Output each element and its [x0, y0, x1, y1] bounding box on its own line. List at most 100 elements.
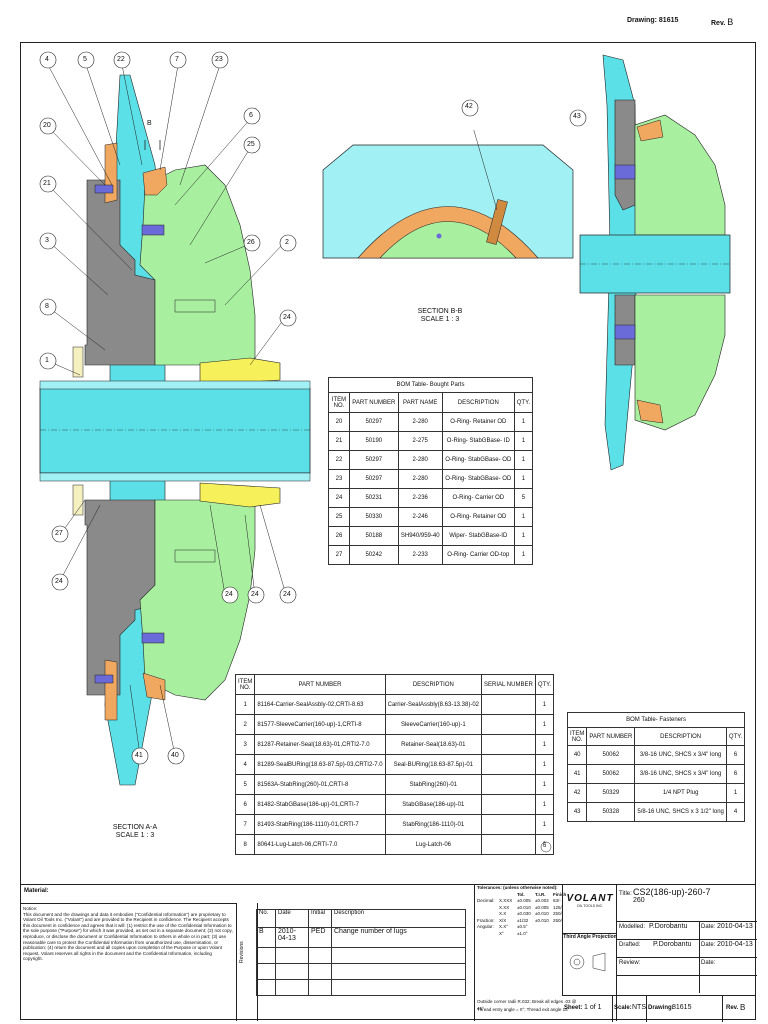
notice-box: Notice: This document and the drawings a… [20, 903, 236, 964]
bom_bought-cell: 21 [328, 431, 350, 451]
bom_bought-cell: 2-236 [397, 488, 443, 508]
bom_main-cell: StabRing(186-1110)-01 [384, 814, 483, 835]
section-bb-scale: SCALE 1 : 3 [420, 316, 460, 323]
balloon-26: 26 [247, 239, 255, 246]
bom_bought-cell: 50297 [349, 469, 399, 489]
bom-fasteners-title: BOM Table- Fasteners [566, 712, 746, 728]
balloon-25: 25 [247, 141, 255, 148]
bom_fasteners-cell: 1/4 NPT Plug [634, 783, 727, 803]
bom-main-h0: ITEM NO. [234, 674, 256, 695]
bom_main-cell: 2 [234, 714, 256, 735]
tol-cell [477, 931, 499, 938]
bottom-strip: Sheet: 1 of 1 Scale: NTS Drawing: 81615 … [562, 995, 756, 1022]
logo-sub: OIL TOOLS INC. [576, 904, 604, 908]
bom-main-table: ITEM NO. PART NUMBER DESCRIPTION SERIAL … [234, 674, 555, 855]
bom_main-cell: 81287-Retainer-Seal(18.63)-01,CRTI2-7.0 [254, 734, 386, 755]
bom_bought-cell: 50242 [349, 545, 399, 565]
bom_bought-cell: O-Ring- Carrier OD [441, 488, 515, 508]
sheet-value: 1 of 1 [584, 1004, 602, 1011]
bom_main-cell: StabRing(260)-01 [384, 774, 483, 795]
bom_main-cell: 7 [234, 814, 256, 835]
bom-bought-header: ITEM NO. PART NUMBER PART NAME DESCRIPTI… [328, 392, 534, 413]
bom-fasteners-h3: QTY. [725, 727, 746, 746]
bom_main-cell: 6 [234, 794, 256, 815]
balloon-42-circle [461, 99, 479, 117]
bom_main-cell: 1 [534, 774, 555, 795]
balloon-40: 40 [171, 752, 179, 759]
bom_bought-cell: 50188 [349, 526, 399, 546]
tol-cell: ±0.010 [535, 917, 549, 923]
bom_main-cell: 4 [234, 754, 256, 775]
bom_main-cell: 1 [534, 814, 555, 835]
balloon-2: 2 [285, 239, 289, 246]
bom-bought-h3: DESCRIPTION [441, 392, 515, 413]
balloon-27: 27 [55, 530, 63, 537]
bom_bought-cell: 50297 [349, 412, 399, 432]
notice-text: This document and the drawings and data … [23, 911, 233, 962]
sheet-label: Sheet: [564, 1005, 583, 1011]
projection-label: Third Angle Projection [563, 934, 617, 940]
bom_fasteners-cell: 40 [566, 745, 588, 765]
balloon-3: 3 [45, 237, 49, 244]
modelled-label: Modelled: [619, 924, 646, 930]
section-bb-drawing [322, 130, 574, 259]
bom_bought-cell: 2-275 [397, 431, 443, 451]
revisions-sidebar: Revisions [236, 903, 258, 1021]
tol-cell: X.X [499, 911, 507, 916]
balloon-22: 22 [117, 56, 125, 63]
bom_main-cell: 1 [534, 694, 555, 715]
bom-fasteners-h0: ITEM NO. [566, 727, 588, 746]
balloon-43: 43 [573, 113, 581, 120]
bom_fasteners-cell: 5/8-16 UNC, SHCS x 3 1/2" long [634, 802, 727, 822]
tol-cell: ±0.005 [535, 904, 549, 910]
bom_bought-cell: O-Ring- Retainer OD [441, 507, 515, 527]
tol-cell: X.X° [499, 924, 509, 929]
bom_main-cell [481, 714, 536, 735]
scale-label: Scale: [614, 1005, 632, 1011]
bom-main-h3: SERIAL NUMBER [481, 674, 536, 695]
title-grid: Title: CS2(186-up)-260-7 260 Modelled: P… [616, 885, 757, 1021]
tol-cell: 63/- [553, 898, 561, 903]
bom_bought-cell: O-Ring- StabGBase- OD [441, 469, 515, 489]
bom_main-cell: 1 [534, 734, 555, 755]
bom_fasteners-cell: 50062 [586, 764, 636, 784]
bom_main-cell [481, 834, 536, 855]
balloon-24-a: 24 [283, 314, 291, 321]
bom-fasteners-table: BOM Table- Fasteners ITEM NO. PART NUMBE… [566, 712, 746, 822]
material-label: Material: [24, 888, 49, 894]
rev-r0c0: B [256, 927, 276, 948]
balloon-1: 1 [45, 357, 49, 364]
header-rev-label: Rev. [711, 20, 726, 27]
header-drawing-label: Drawing: [627, 17, 657, 24]
bom_main-cell: Carrier-SealAssbly(8.63-13.38)-02 [384, 694, 483, 715]
rev-r0c2: PED [308, 927, 332, 948]
bom-bought-h0: ITEM NO. [328, 392, 350, 413]
bom_main-cell [481, 814, 536, 835]
bom_bought-cell: 1 [513, 412, 534, 432]
bom_main-cell: 1 [234, 694, 256, 715]
balloon-circles [39, 51, 297, 765]
header-drawing-no: 81615 [658, 17, 679, 24]
balloon-5: 5 [83, 56, 87, 63]
balloon-24-c: 24 [225, 591, 233, 598]
bom_main-cell: Seal-BURing(18.63-87.5p)-01 [384, 754, 483, 775]
bom_bought-cell: 26 [328, 526, 350, 546]
bom_bought-cell: O-Ring- StabGBase- OD [441, 450, 515, 470]
section-bb-caption: SECTION B-B SCALE 1 : 3 [400, 308, 480, 324]
bom_main-cell: 80641-Lug-Latch-06,CRTI-7.0 [254, 834, 386, 855]
bom_bought-cell: Wiper- StabGBase-ID [441, 526, 515, 546]
projection-symbol-icon [569, 952, 606, 972]
note-flag-circle [540, 841, 552, 853]
